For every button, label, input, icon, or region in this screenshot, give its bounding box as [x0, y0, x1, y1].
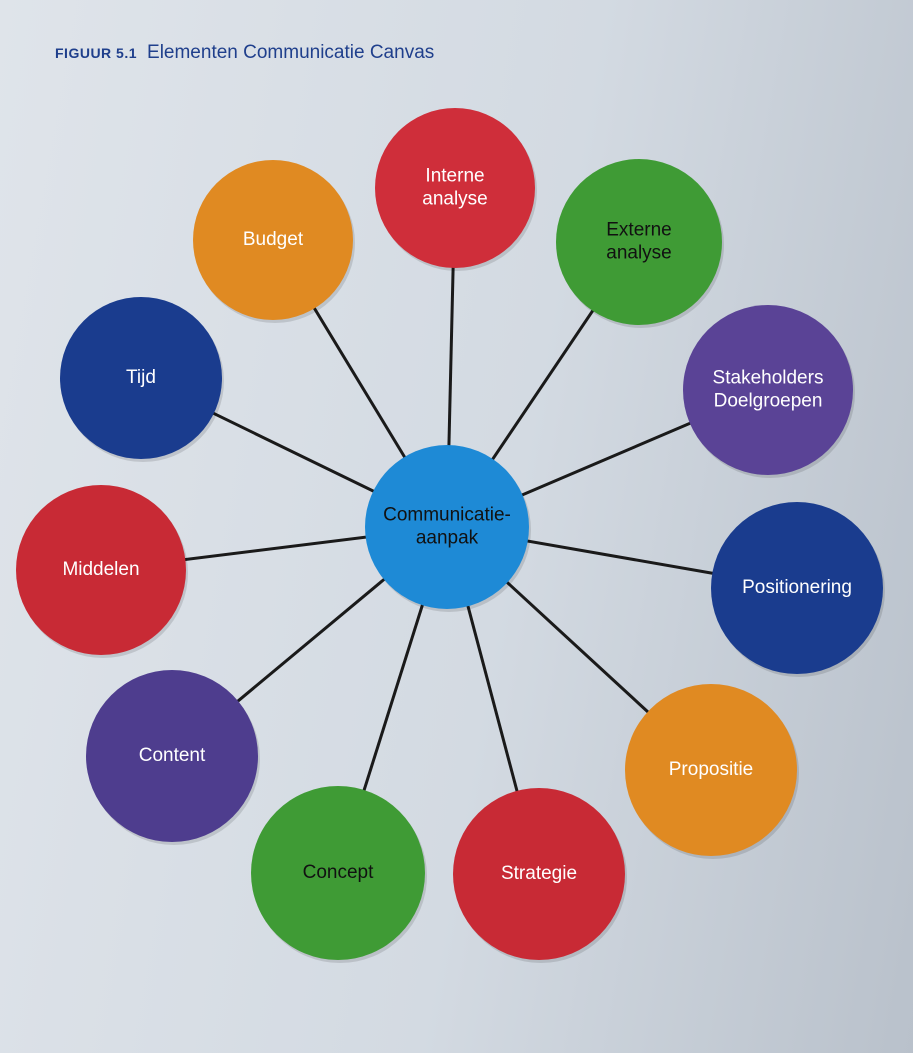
center-hub-circle	[365, 445, 529, 609]
element-strategie: Strategie	[453, 788, 627, 963]
element-propositie-label-line-1: Propositie	[669, 759, 754, 780]
element-budget-label-line-1: Budget	[243, 229, 304, 250]
element-content-label-line-1: Content	[139, 745, 206, 766]
element-interne-analyse-label-line-1: Interne	[425, 166, 484, 187]
element-stakeholders-doelgroepen-label-line-2: Doelgroepen	[714, 391, 823, 412]
element-concept: Concept	[251, 786, 427, 963]
element-externe-analyse-label-line-2: analyse	[606, 243, 672, 264]
element-positionering-circle	[711, 502, 883, 674]
element-tijd-circle	[60, 297, 222, 459]
element-interne-analyse-label-line-2: analyse	[422, 189, 488, 210]
element-externe-analyse-circle	[556, 159, 722, 325]
element-content-circle	[86, 670, 258, 842]
figure-caption: FIGUUR 5.1 Elementen Communicatie Canvas	[55, 42, 434, 64]
figure-title: Elementen Communicatie Canvas	[147, 42, 435, 63]
figure-label: FIGUUR 5.1	[55, 45, 138, 61]
element-budget-circle	[193, 160, 353, 320]
element-middelen-label-line-1: Middelen	[62, 559, 139, 580]
element-stakeholders-doelgroepen-label-line-1: Stakeholders	[713, 368, 824, 389]
center-hub: Communicatie-aanpak	[365, 445, 531, 612]
element-propositie-circle	[625, 684, 797, 856]
element-tijd: Tijd	[60, 297, 224, 462]
element-concept-circle	[251, 786, 425, 960]
element-propositie: Propositie	[625, 684, 799, 859]
element-middelen: Middelen	[16, 485, 188, 658]
element-stakeholders-doelgroepen-circle	[683, 305, 853, 475]
center-hub-label-line-2: aanpak	[416, 528, 479, 549]
element-externe-analyse-label-line-1: Externe	[606, 220, 671, 241]
element-budget: Budget	[193, 160, 355, 323]
center-hub-label-line-1: Communicatie-	[383, 505, 511, 526]
element-strategie-label-line-1: Strategie	[501, 863, 577, 884]
element-tijd-label-line-1: Tijd	[126, 367, 156, 388]
element-strategie-circle	[453, 788, 625, 960]
element-circles: InterneanalyseExterneanalyseStakeholders…	[16, 108, 885, 963]
element-positionering-label-line-1: Positionering	[742, 577, 852, 598]
element-interne-analyse-circle	[375, 108, 535, 268]
element-concept-label-line-1: Concept	[303, 862, 374, 883]
element-content: Content	[86, 670, 260, 845]
element-middelen-circle	[16, 485, 186, 655]
element-positionering: Positionering	[711, 502, 885, 677]
